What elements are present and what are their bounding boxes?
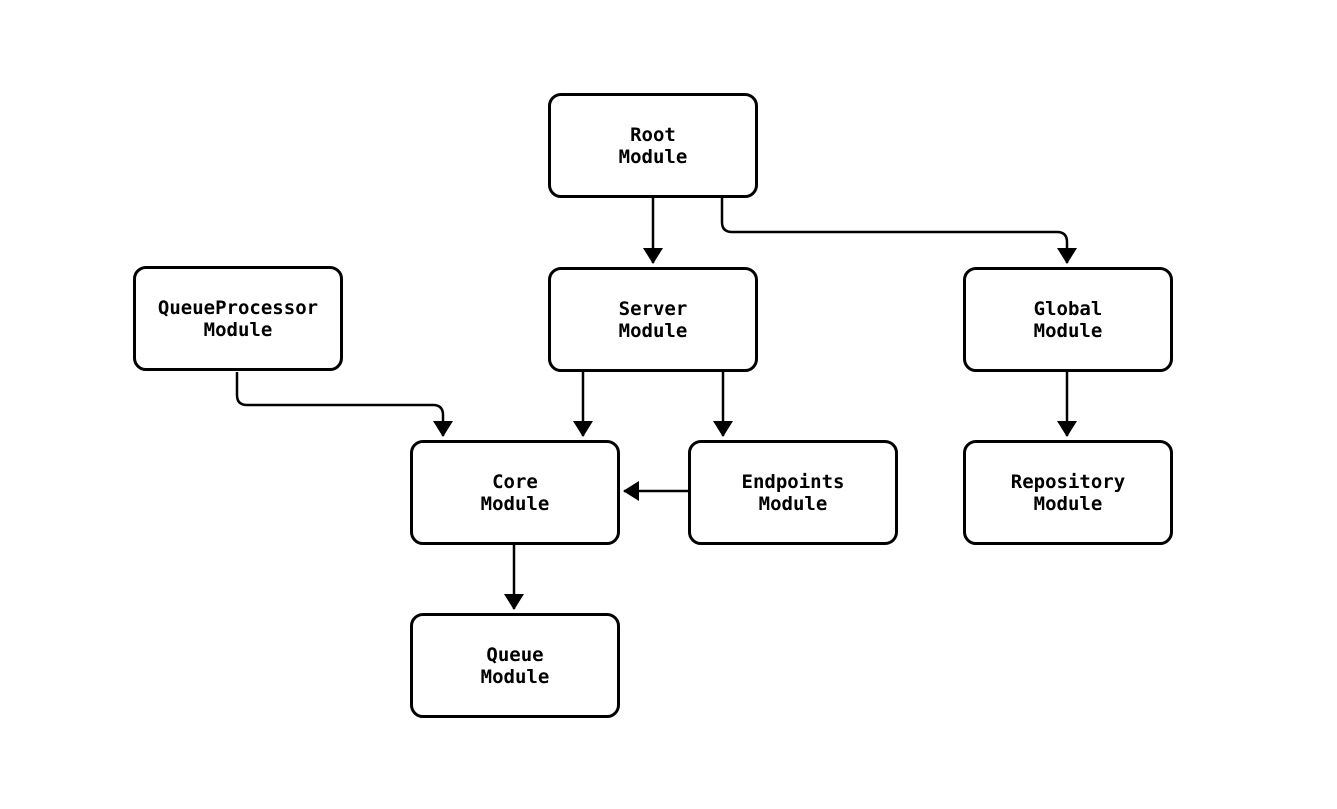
node-server-module: Server Module xyxy=(548,267,758,372)
node-label-line2: Module xyxy=(480,492,550,515)
node-label-line2: Module xyxy=(203,318,273,341)
node-label-line2: Module xyxy=(618,145,688,168)
node-label-line2: Module xyxy=(1033,492,1103,515)
node-label-line1: QueueProcessor xyxy=(157,296,319,319)
node-label-line1: Queue xyxy=(486,643,544,666)
node-label-line2: Module xyxy=(758,492,828,515)
node-root-module: Root Module xyxy=(548,93,758,198)
node-global-module: Global Module xyxy=(963,267,1173,372)
node-core-module: Core Module xyxy=(410,440,620,545)
edge-queueprocessor-to-core xyxy=(235,372,453,437)
node-label-line2: Module xyxy=(618,319,688,342)
edge-root-to-global xyxy=(720,198,1077,264)
node-label-line2: Module xyxy=(480,665,550,688)
node-label-line1: Server xyxy=(618,297,688,320)
node-repository-module: Repository Module xyxy=(963,440,1173,545)
node-label-line1: Global xyxy=(1033,297,1103,320)
node-endpoints-module: Endpoints Module xyxy=(688,440,898,545)
node-label-line1: Core xyxy=(492,470,538,493)
node-label-line1: Root xyxy=(630,123,676,146)
node-queueprocessor-module: QueueProcessor Module xyxy=(133,266,343,371)
node-queue-module: Queue Module xyxy=(410,613,620,718)
node-label-line1: Repository xyxy=(1010,470,1126,493)
node-label-line2: Module xyxy=(1033,319,1103,342)
node-label-line1: Endpoints xyxy=(741,470,845,493)
